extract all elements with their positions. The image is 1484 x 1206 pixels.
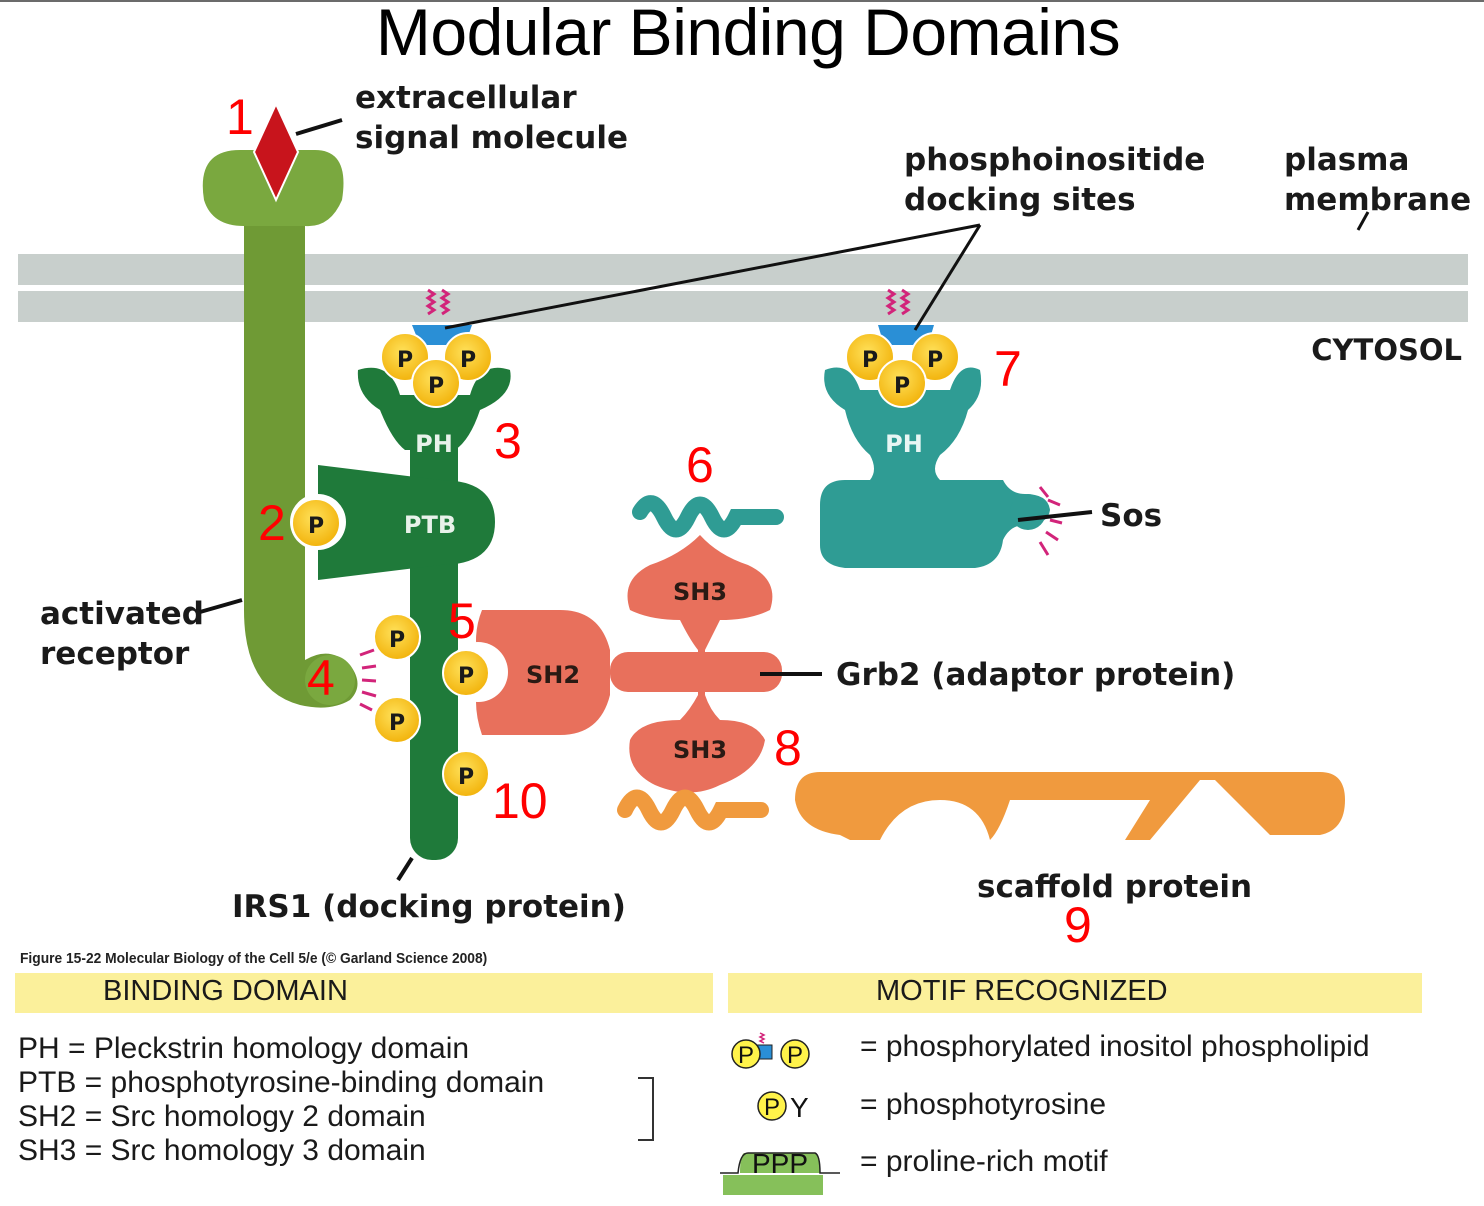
annotation-number-7: 7 [994, 341, 1022, 397]
domain-label-sh2: SH2 [526, 661, 580, 689]
annotation-number-3: 3 [494, 413, 522, 469]
svg-text:P: P [389, 711, 405, 736]
sos-activity-marks [1038, 486, 1063, 556]
bracket [638, 1077, 654, 1141]
phosphate-icon: P [442, 750, 490, 798]
svg-text:P: P [738, 1042, 754, 1069]
label-docking-line2: docking sites [904, 182, 1136, 218]
irs1-leader-line [396, 856, 414, 882]
svg-text:PPP: PPP [752, 1148, 808, 1179]
annotation-number-2: 2 [258, 495, 286, 551]
diagram: P P P P P P P P P P P PH PTB SH2 SH3 SH3… [18, 80, 1471, 950]
annotation-number-6: 6 [686, 437, 714, 493]
annotation-number-4: 4 [307, 650, 335, 706]
binding-domain-item: PH = Pleckstrin homology domain [18, 1032, 470, 1065]
svg-text:P: P [389, 628, 405, 653]
membrane-leader-line [1356, 211, 1370, 231]
plasma-membrane [18, 254, 1468, 322]
binding-domain-item: SH3 = Src homology 3 domain [18, 1134, 426, 1167]
motif-icons: P P P Y PPP [720, 1032, 840, 1195]
label-membrane-line2: membrane [1284, 182, 1471, 218]
lipid-tail-right [885, 288, 911, 316]
signal-molecule [252, 101, 300, 203]
proline-rich-motif-icon: PPP [720, 1148, 840, 1195]
motif-item-inositol: = phosphorylated inositol phospholipid [860, 1030, 1370, 1063]
annotation-number-5: 5 [448, 593, 476, 649]
phosphate-icon: P [910, 332, 960, 382]
svg-text:P: P [862, 348, 878, 373]
phosphate-groups: P P P P P P P P P P P [291, 332, 960, 798]
label-docking-line1: phosphoinositide [904, 142, 1205, 178]
sos-leader-line [1017, 510, 1093, 522]
svg-text:P: P [428, 374, 444, 399]
svg-text:Y: Y [790, 1092, 809, 1123]
binding-domain-header: BINDING DOMAIN [15, 973, 713, 1013]
sos-protein [632, 367, 1050, 568]
scaffold-protein [617, 772, 1345, 840]
lipid-tail-left [425, 288, 451, 316]
phosphate-icon: P [373, 613, 421, 661]
svg-text:P: P [787, 1042, 803, 1069]
svg-text:P: P [308, 514, 324, 539]
motif-recognized-header-text: MOTIF RECOGNIZED [876, 975, 1168, 1007]
domain-label-sh3-top: SH3 [673, 578, 727, 606]
svg-text:P: P [460, 348, 476, 373]
svg-text:P: P [397, 348, 413, 373]
annotation-number-8: 8 [774, 720, 802, 776]
motif-recognized-header: MOTIF RECOGNIZED [728, 973, 1422, 1013]
label-membrane-line1: plasma [1284, 142, 1409, 178]
label-sos: Sos [1100, 498, 1162, 534]
svg-text:P: P [894, 374, 910, 399]
binding-domain-header-text: BINDING DOMAIN [103, 975, 348, 1007]
domain-label-ph-right: PH [885, 430, 923, 458]
annotation-number-10: 10 [492, 773, 548, 829]
phosphotyrosine-icon: P Y [757, 1091, 809, 1123]
binding-domain-item: PTB = phosphotyrosine-binding domain [18, 1066, 545, 1099]
phosphate-icon: P [877, 358, 927, 408]
phosphate-icon: P [411, 358, 461, 408]
svg-text:P: P [927, 348, 943, 373]
activated-receptor [202, 150, 358, 708]
page-title: Modular Binding Domains [375, 0, 1121, 69]
svg-text:P: P [458, 765, 474, 790]
annotation-number-1: 1 [226, 89, 254, 145]
phosphate-icon: P [442, 649, 490, 697]
motif-item-proline: = proline-rich motif [860, 1145, 1108, 1178]
label-cytosol: CYTOSOL [1311, 333, 1462, 367]
top-border [0, 0, 1484, 2]
domain-label-ph-left: PH [415, 430, 453, 458]
label-signal-line1: extracellular [355, 80, 577, 116]
irs1-protein [290, 367, 511, 860]
binding-domain-item: SH2 = Src homology 2 domain [18, 1100, 426, 1133]
receptor-leader-line [199, 598, 243, 614]
phosphate-icon: P [291, 498, 341, 548]
binding-domain-list: PH = Pleckstrin homology domain PTB = ph… [18, 1032, 544, 1168]
domain-label-sh3-bottom: SH3 [673, 736, 727, 764]
label-receptor-line2: receptor [40, 636, 190, 672]
grb2-protein [448, 535, 782, 793]
docking-leader-lines [444, 223, 982, 331]
label-grb2: Grb2 (adaptor protein) [836, 657, 1235, 693]
svg-text:P: P [458, 664, 474, 689]
label-irs1: IRS1 (docking protein) [232, 889, 626, 925]
domain-label-ptb: PTB [404, 511, 456, 539]
label-signal-line2: signal molecule [355, 120, 628, 156]
motif-item-phosphotyrosine: = phosphotyrosine [860, 1088, 1107, 1121]
annotation-number-9: 9 [1064, 897, 1092, 950]
inositol-phospholipid-icon: P P [731, 1032, 810, 1069]
label-scaffold: scaffold protein [977, 869, 1252, 905]
receptor-activity-marks [359, 648, 377, 712]
figure-caption: Figure 15-22 Molecular Biology of the Ce… [20, 950, 488, 967]
svg-text:P: P [764, 1094, 780, 1121]
label-receptor-line1: activated [40, 596, 204, 632]
signal-leader-line [295, 118, 343, 136]
phosphate-icon: P [373, 696, 421, 744]
